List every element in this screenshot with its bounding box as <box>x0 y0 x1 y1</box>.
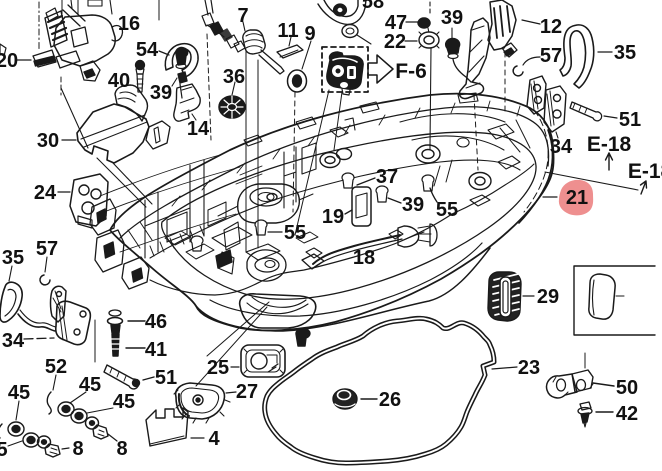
svg-text:42: 42 <box>616 403 638 425</box>
svg-text:55: 55 <box>284 222 306 244</box>
svg-text:E-18: E-18 <box>587 133 632 156</box>
svg-text:18: 18 <box>353 247 375 269</box>
svg-text:41: 41 <box>145 339 167 361</box>
svg-text:22: 22 <box>384 31 406 53</box>
svg-text:34: 34 <box>550 136 573 158</box>
svg-text:34: 34 <box>2 330 25 352</box>
svg-text:8: 8 <box>72 438 83 460</box>
svg-text:11: 11 <box>277 20 298 42</box>
svg-text:57: 57 <box>540 45 562 67</box>
svg-text:37: 37 <box>376 166 398 188</box>
svg-text:30: 30 <box>37 130 59 152</box>
svg-text:29: 29 <box>537 286 559 308</box>
svg-text:19: 19 <box>322 206 344 228</box>
svg-text:21: 21 <box>566 187 588 209</box>
svg-text:16: 16 <box>118 13 140 35</box>
svg-text:35: 35 <box>614 42 636 64</box>
svg-text:45: 45 <box>8 382 30 404</box>
svg-text:36: 36 <box>223 66 245 88</box>
svg-text:51: 51 <box>155 367 177 389</box>
svg-text:47: 47 <box>385 12 407 34</box>
svg-text:52: 52 <box>45 356 67 378</box>
svg-text:46: 46 <box>145 311 167 333</box>
svg-text:51: 51 <box>619 109 641 131</box>
svg-text:7: 7 <box>237 5 248 27</box>
svg-text:F-6: F-6 <box>395 60 427 83</box>
svg-text:4: 4 <box>208 428 220 450</box>
svg-text:8: 8 <box>116 438 127 460</box>
svg-text:58: 58 <box>362 0 384 13</box>
svg-text:23: 23 <box>518 357 540 379</box>
svg-text:E-18: E-18 <box>628 160 662 183</box>
svg-text:12: 12 <box>540 16 562 38</box>
svg-text:39: 39 <box>150 82 172 104</box>
svg-text:9: 9 <box>304 23 315 45</box>
svg-text:45: 45 <box>113 391 135 413</box>
svg-text:57: 57 <box>36 238 58 260</box>
svg-text:5: 5 <box>0 439 8 461</box>
svg-text:14: 14 <box>187 118 210 140</box>
svg-text:55: 55 <box>436 199 458 221</box>
svg-text:40: 40 <box>108 70 130 92</box>
svg-text:20: 20 <box>0 50 18 72</box>
svg-text:54: 54 <box>136 39 159 61</box>
svg-text:26: 26 <box>379 389 401 411</box>
svg-text:27: 27 <box>236 381 258 403</box>
svg-text:39: 39 <box>441 7 463 29</box>
svg-text:24: 24 <box>34 182 57 204</box>
svg-text:50: 50 <box>616 377 638 399</box>
svg-text:35: 35 <box>2 247 24 269</box>
svg-text:25: 25 <box>207 357 229 379</box>
svg-text:45: 45 <box>79 374 101 396</box>
svg-text:39: 39 <box>402 194 424 216</box>
